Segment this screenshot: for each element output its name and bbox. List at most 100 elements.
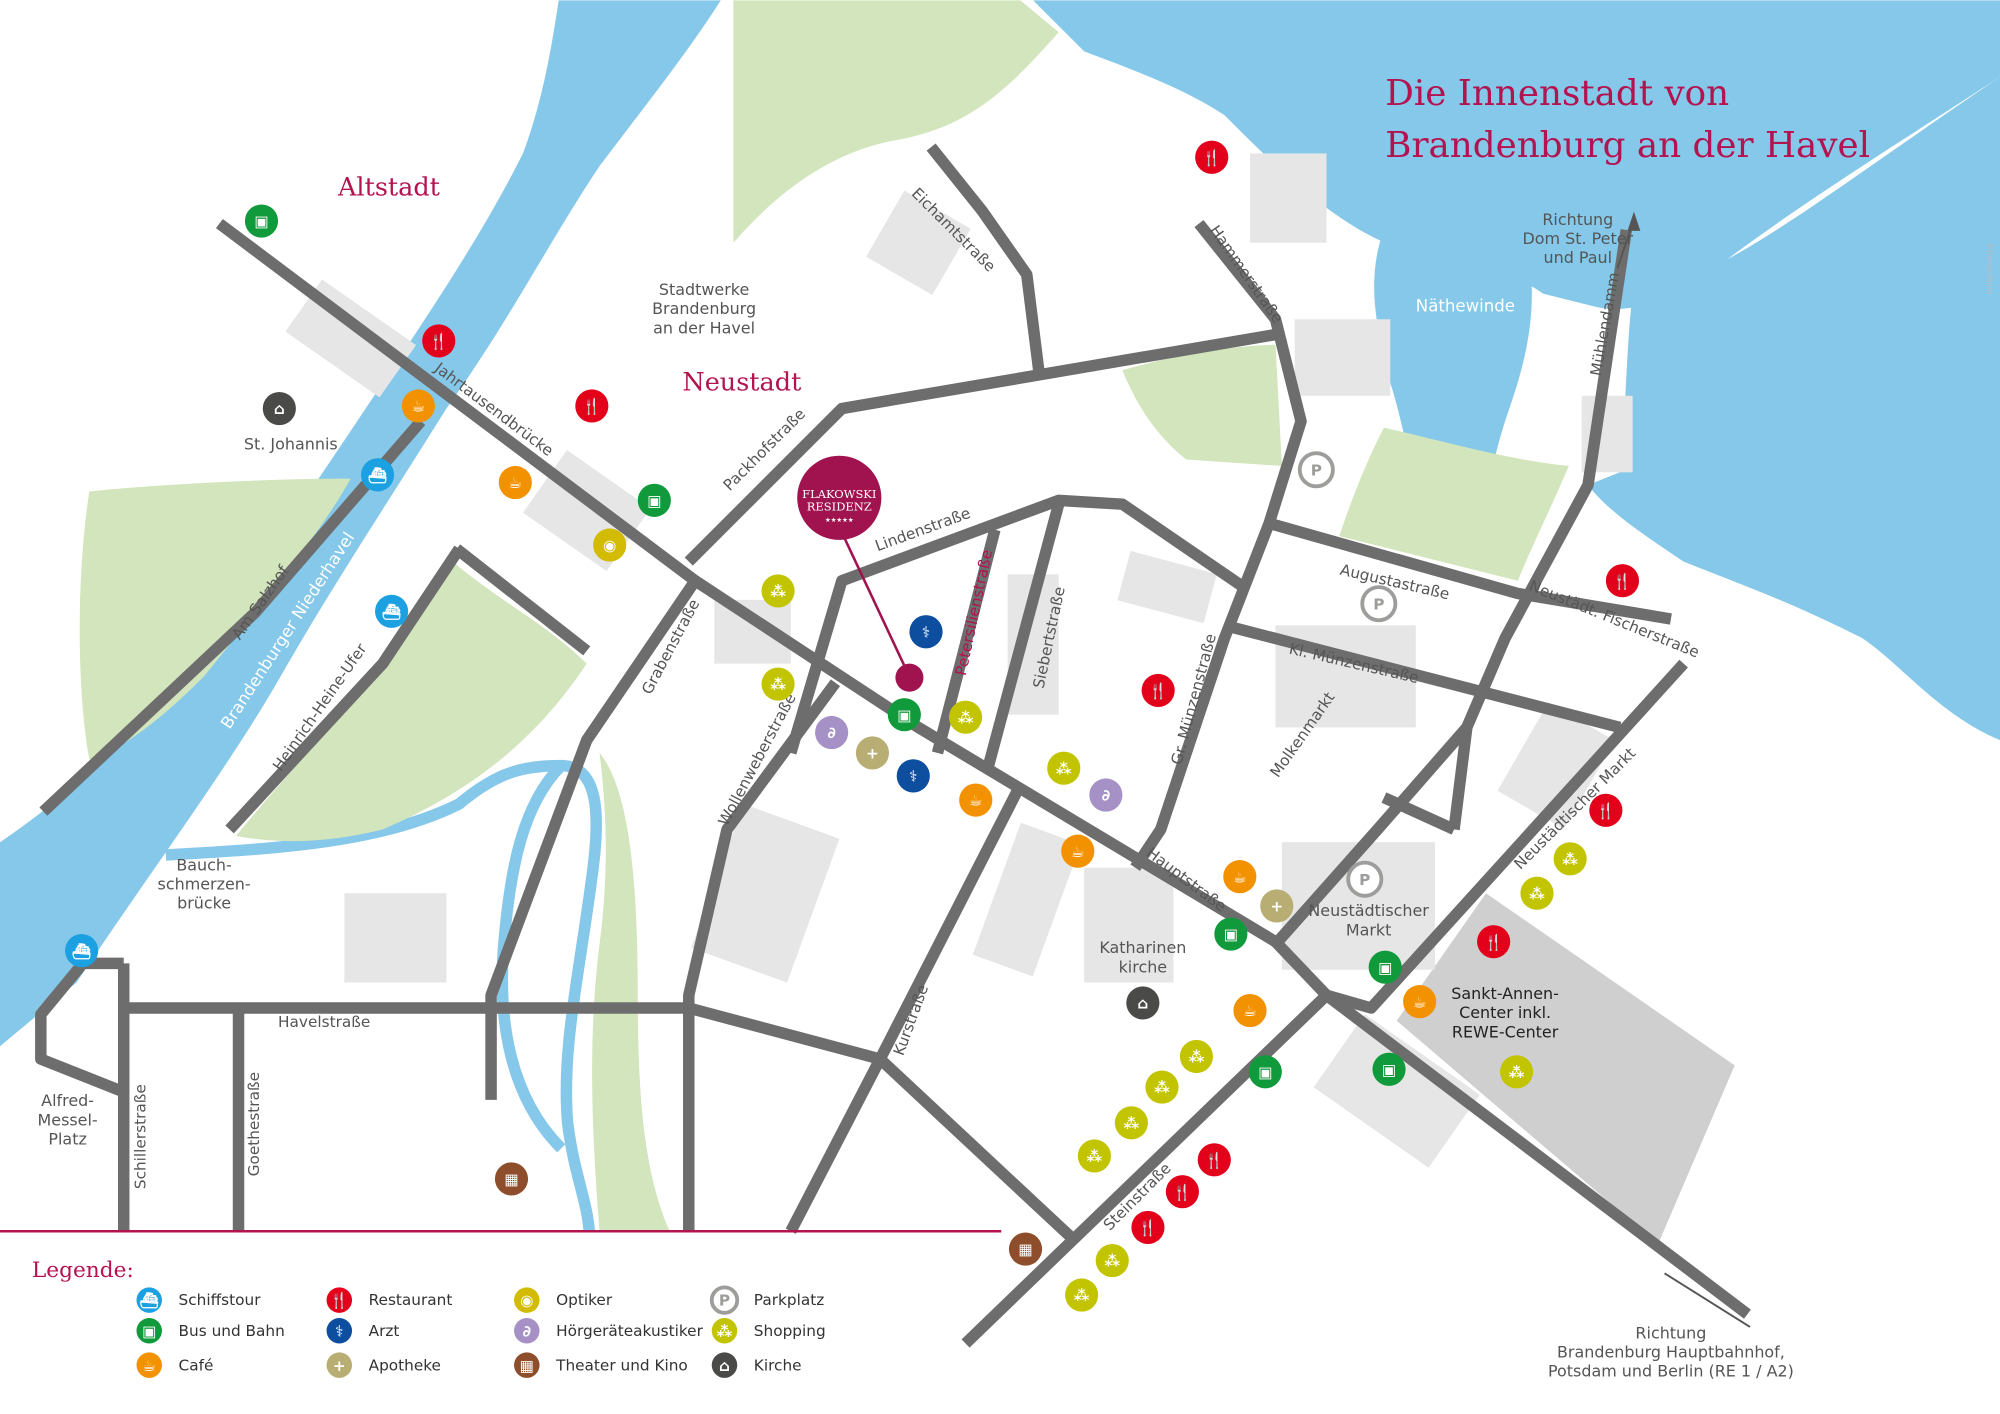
marker-shopping[interactable]: ⁂: [1065, 1278, 1099, 1312]
people-icon: ⁂: [717, 1322, 733, 1340]
coffee-cup-icon: ☕: [969, 792, 983, 810]
marker-shopping[interactable]: ⁂: [1077, 1139, 1111, 1173]
marker-cafe[interactable]: ☕: [959, 783, 993, 817]
marker-cafe[interactable]: ☕: [1061, 834, 1095, 868]
marker-parkplatz[interactable]: P: [1297, 451, 1335, 489]
marker-circle: [1126, 986, 1160, 1020]
marker-circle: [1368, 950, 1402, 984]
marker-hoergeraete[interactable]: ∂: [815, 715, 849, 750]
marker-circle: [637, 483, 671, 517]
marker-shopping[interactable]: ⁂: [1500, 1055, 1534, 1089]
marker-circle: [1095, 1243, 1129, 1278]
label-stadtwerke: Brandenburg: [652, 299, 756, 318]
marker-bus[interactable]: ▣: [637, 483, 671, 517]
marker-cafe[interactable]: ☕: [1233, 993, 1267, 1028]
marker-circle: [1008, 1232, 1043, 1266]
marker-circle: [1179, 1039, 1214, 1074]
marker-circle: [1197, 1143, 1231, 1177]
marker-restaurant[interactable]: 🍴: [1195, 140, 1229, 174]
marker-ship[interactable]: ⛴: [360, 458, 395, 492]
marker-cafe[interactable]: ☕: [1403, 985, 1437, 1019]
legend-item-optiker: ◉Optiker: [514, 1287, 613, 1313]
marker-kirche[interactable]: ⌂: [262, 391, 296, 426]
marker-restaurant[interactable]: 🍴: [1589, 793, 1623, 827]
marker-bus[interactable]: ▣: [887, 698, 921, 732]
marker-arzt[interactable]: ⚕: [909, 615, 943, 649]
marker-circle: [1233, 993, 1267, 1028]
street-petersilienstrasse: Petersilienstraße: [952, 548, 996, 677]
marker-cafe[interactable]: ☕: [1223, 860, 1257, 894]
marker-restaurant[interactable]: 🍴: [1197, 1143, 1231, 1177]
marker-shopping[interactable]: ⁂: [1179, 1039, 1214, 1074]
marker-shopping[interactable]: ⁂: [1553, 842, 1587, 876]
marker-cafe[interactable]: ☕: [401, 389, 435, 423]
marker-restaurant[interactable]: 🍴: [1165, 1175, 1199, 1209]
marker-parkplatz[interactable]: P: [1360, 585, 1398, 623]
marker-shopping[interactable]: ⁂: [1047, 751, 1081, 785]
marker-arzt[interactable]: ⚕: [326, 1317, 353, 1344]
marker-shopping[interactable]: ⁂: [1095, 1243, 1129, 1278]
marker-circle: [948, 700, 983, 734]
marker-restaurant[interactable]: 🍴: [326, 1287, 353, 1313]
marker-bus[interactable]: ▣: [1214, 917, 1248, 951]
marker-circle: [1131, 1210, 1165, 1244]
marker-restaurant[interactable]: 🍴: [1141, 673, 1175, 707]
people-icon: ⁂: [1074, 1287, 1090, 1305]
marker-shopping[interactable]: ⁂: [1114, 1106, 1148, 1140]
label-alfred-messel-platz: Alfred-: [41, 1091, 94, 1110]
marker-hoergeraete[interactable]: ∂: [514, 1317, 540, 1344]
marker-circle: [1360, 585, 1398, 623]
marker-cafe[interactable]: ☕: [498, 465, 532, 500]
marker-kino[interactable]: ▦: [514, 1352, 540, 1378]
marker-bus[interactable]: ▣: [136, 1317, 162, 1344]
marker-ship[interactable]: ⛴: [65, 934, 99, 968]
marker-cafe[interactable]: ☕: [136, 1352, 162, 1378]
marker-circle: [498, 465, 532, 500]
marker-shopping[interactable]: ⁂: [711, 1317, 738, 1344]
marker-circle: [514, 1287, 540, 1313]
label-alfred-messel-platz: Platz: [48, 1130, 86, 1149]
marker-circle: [494, 1162, 529, 1196]
flakowski-residenz-marker[interactable]: FLAKOWSKI RESIDENZ ★★★★★: [797, 455, 924, 692]
marker-bus[interactable]: ▣: [1248, 1055, 1282, 1089]
marker-hoergeraete[interactable]: ∂: [1089, 778, 1123, 812]
marker-shopping[interactable]: ⁂: [761, 667, 795, 701]
marker-ship[interactable]: ⛴: [375, 594, 409, 628]
marker-bus[interactable]: ▣: [1372, 1052, 1406, 1086]
marker-kino[interactable]: ▦: [494, 1162, 529, 1196]
legend-label: Hörgeräteakustiker: [556, 1322, 703, 1340]
marker-circle: [959, 783, 993, 817]
marker-restaurant[interactable]: 🍴: [1131, 1210, 1165, 1244]
marker-circle: [909, 615, 943, 649]
marker-circle: [401, 389, 435, 423]
marker-apotheke[interactable]: +: [855, 736, 890, 770]
marker-arzt[interactable]: ⚕: [896, 759, 930, 793]
marker-circle: [1223, 860, 1257, 894]
marker-restaurant[interactable]: 🍴: [575, 389, 609, 423]
marker-restaurant[interactable]: 🍴: [1477, 925, 1511, 959]
marker-ship[interactable]: ⛴: [136, 1287, 162, 1313]
fork-knife-icon: 🍴: [1484, 933, 1503, 951]
marker-optiker[interactable]: ◉: [514, 1287, 540, 1313]
marker-parkplatz[interactable]: P: [1346, 860, 1384, 898]
marker-bus[interactable]: ▣: [1368, 950, 1402, 984]
marker-apotheke[interactable]: +: [1260, 889, 1294, 923]
marker-kino[interactable]: ▦: [1008, 1232, 1043, 1266]
marker-apotheke[interactable]: +: [326, 1352, 353, 1378]
marker-shopping[interactable]: ⁂: [948, 700, 983, 734]
legend-item-hoergeraete: ∂ Hörgeräteakustiker: [514, 1317, 704, 1344]
marker-circle: [761, 667, 795, 701]
marker-kirche[interactable]: ⌂: [1126, 986, 1160, 1020]
legend-label: Bus und Bahn: [179, 1322, 285, 1340]
marker-parkplatz[interactable]: P: [709, 1285, 740, 1315]
marker-kirche[interactable]: ⌂: [711, 1352, 738, 1378]
marker-restaurant[interactable]: 🍴: [1605, 564, 1640, 598]
marker-shopping[interactable]: ⁂: [761, 574, 795, 608]
legend-label: Café: [179, 1356, 214, 1374]
marker-bus[interactable]: ▣: [244, 204, 279, 238]
marker-shopping[interactable]: ⁂: [1520, 876, 1554, 910]
marker-optiker[interactable]: ◉: [593, 528, 627, 562]
marker-restaurant[interactable]: 🍴: [422, 324, 456, 358]
marker-shopping[interactable]: ⁂: [1145, 1070, 1179, 1104]
